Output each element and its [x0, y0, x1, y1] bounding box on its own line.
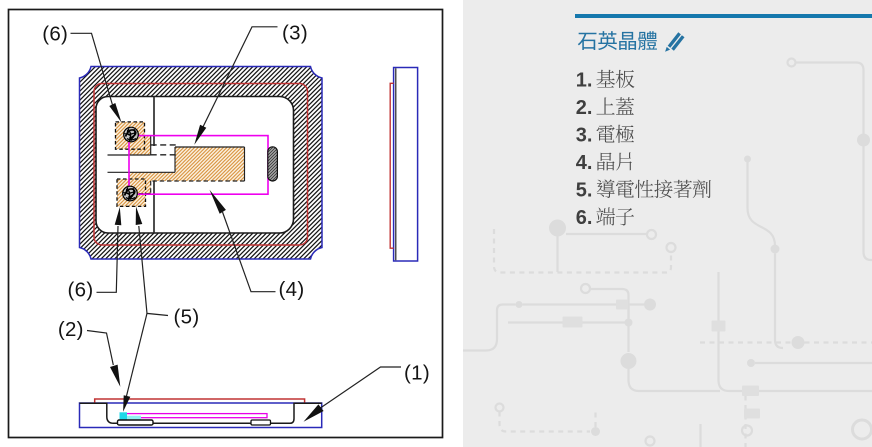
svg-text:(3): (3) — [282, 22, 308, 45]
svg-text:(5): (5) — [174, 306, 200, 329]
svg-text:1.: 1. — [576, 69, 593, 91]
svg-text:(4): (4) — [279, 278, 305, 301]
svg-text:6.: 6. — [576, 207, 593, 229]
svg-text:(2): (2) — [58, 318, 84, 341]
svg-text:(6): (6) — [42, 23, 68, 46]
svg-text:(6): (6) — [68, 279, 94, 302]
svg-text:4.: 4. — [576, 152, 593, 174]
svg-text:5.: 5. — [576, 179, 593, 201]
svg-text:3.: 3. — [576, 124, 593, 146]
svg-text:(1): (1) — [404, 362, 430, 385]
svg-text:2.: 2. — [576, 97, 593, 119]
